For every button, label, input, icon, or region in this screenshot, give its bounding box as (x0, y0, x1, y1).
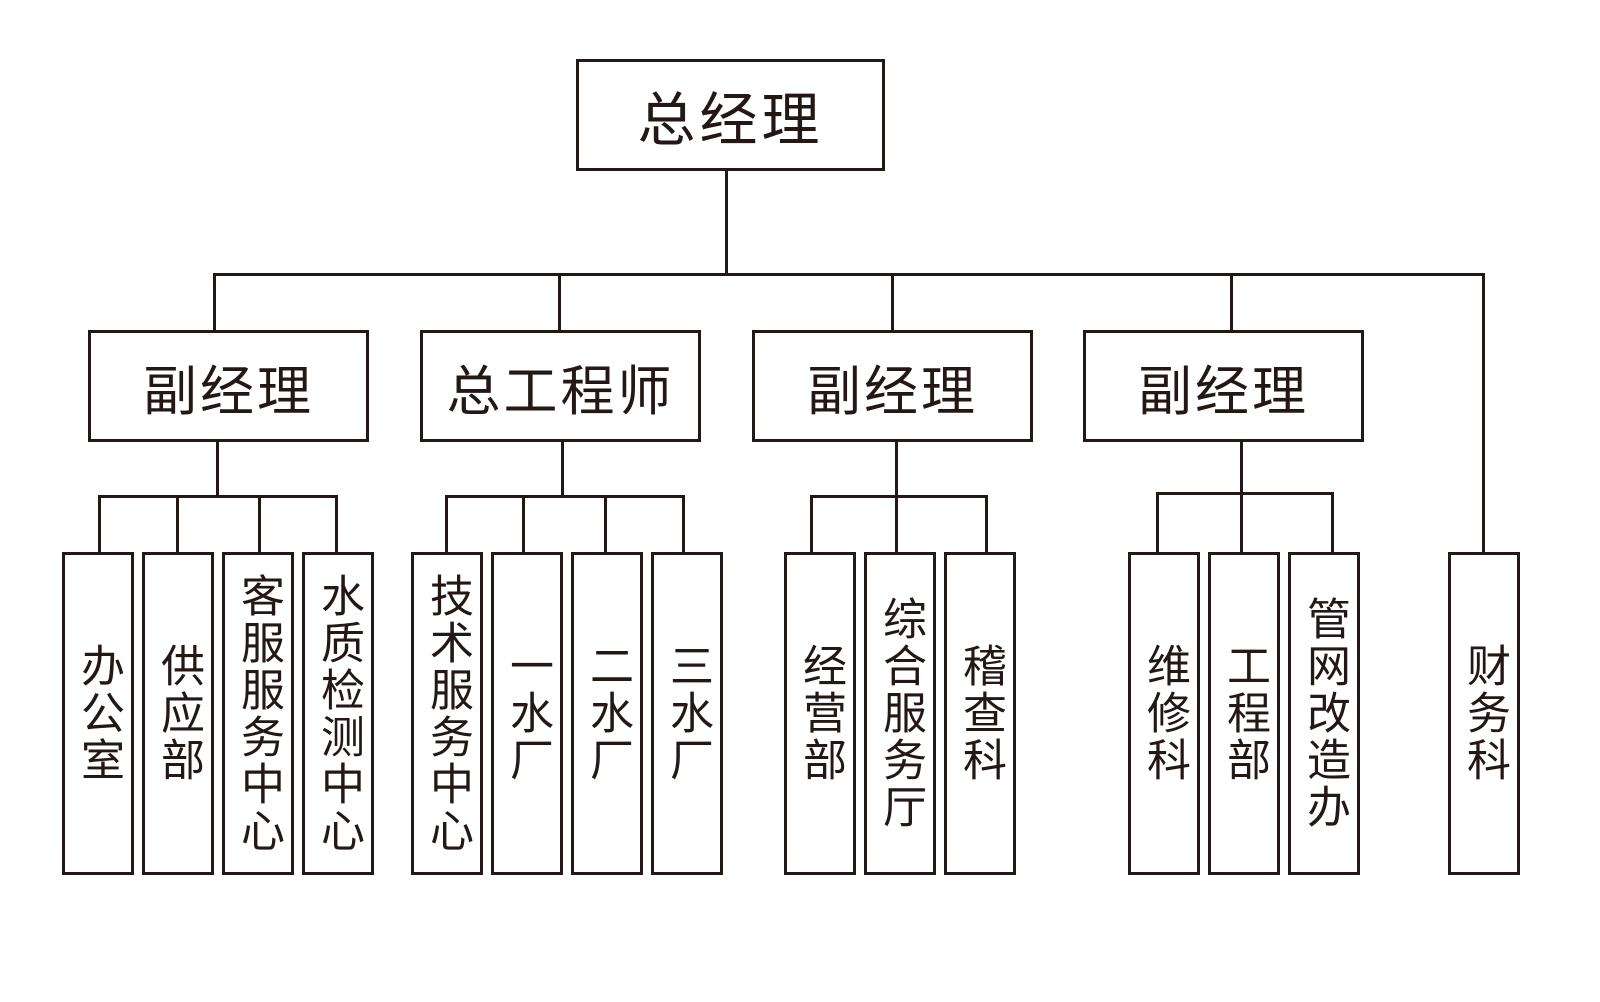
node-label: 二水厂 (582, 643, 633, 784)
org-node-chief-engineer: 总工程师 (420, 330, 701, 442)
connector-line (810, 495, 813, 555)
connector-line (1156, 492, 1159, 555)
node-label: 副经理 (143, 359, 314, 423)
node-label: 稽查科 (955, 643, 1006, 784)
node-label: 财务科 (1459, 643, 1510, 784)
org-node-deputy-manager-1: 副经理 (88, 330, 369, 442)
org-node-department: 供应部 (142, 552, 214, 875)
connector-line (682, 495, 685, 555)
node-label: 技术服务中心 (422, 572, 473, 855)
org-node-department: 一水厂 (491, 552, 563, 875)
connector-line (98, 495, 338, 498)
org-node-department: 稽查科 (944, 552, 1016, 875)
connector-line (1240, 492, 1243, 555)
connector-line (810, 495, 988, 498)
connector-line (98, 495, 101, 555)
connector-line (604, 495, 607, 555)
connector-line (522, 495, 525, 555)
connector-line (1156, 492, 1334, 495)
connector-line (1331, 492, 1334, 555)
org-node-department: 技术服务中心 (411, 552, 483, 875)
node-label: 综合服务厅 (875, 596, 926, 831)
node-label: 三水厂 (662, 643, 713, 784)
node-label: 水质检测中心 (313, 572, 364, 855)
node-label: 供应部 (153, 643, 204, 784)
org-node-department: 客服服务中心 (222, 552, 294, 875)
connector-line (1482, 273, 1485, 555)
node-label: 副经理 (1138, 359, 1309, 423)
connector-line (891, 273, 894, 333)
connector-line (213, 273, 1485, 276)
org-node-department: 二水厂 (571, 552, 643, 875)
org-node-department: 办公室 (62, 552, 134, 875)
connector-line (335, 495, 338, 555)
connector-line (1240, 440, 1243, 495)
connector-line (558, 273, 561, 333)
org-node-deputy-manager-2: 副经理 (752, 330, 1033, 442)
node-label: 管网改造办 (1299, 596, 1350, 831)
connector-line (985, 495, 988, 555)
node-label: 总经理 (637, 86, 824, 154)
node-label: 客服服务中心 (233, 572, 284, 855)
node-label: 维修科 (1139, 643, 1190, 784)
org-node-department: 水质检测中心 (302, 552, 374, 875)
connector-line (445, 495, 448, 555)
node-label: 经营部 (795, 643, 846, 784)
node-label: 工程部 (1219, 643, 1270, 784)
org-node-department: 综合服务厅 (864, 552, 936, 875)
connector-line (216, 440, 219, 498)
node-label: 一水厂 (502, 643, 553, 784)
node-label: 办公室 (73, 643, 124, 784)
org-node-finance: 财务科 (1448, 552, 1520, 875)
org-node-department: 三水厂 (651, 552, 723, 875)
org-node-department: 管网改造办 (1288, 552, 1360, 875)
org-node-deputy-manager-3: 副经理 (1083, 330, 1364, 442)
connector-line (895, 495, 898, 555)
connector-line (176, 495, 179, 555)
org-node-department: 维修科 (1128, 552, 1200, 875)
connector-line (258, 495, 261, 555)
org-node-general-manager: 总经理 (576, 59, 885, 171)
node-label: 副经理 (807, 359, 978, 423)
connector-line (725, 168, 728, 276)
node-label: 总工程师 (446, 359, 675, 423)
connector-line (445, 495, 685, 498)
org-node-department: 工程部 (1208, 552, 1280, 875)
connector-line (1230, 273, 1233, 333)
org-node-department: 经营部 (784, 552, 856, 875)
connector-line (213, 273, 216, 333)
connector-line (895, 440, 898, 498)
connector-line (561, 440, 564, 498)
